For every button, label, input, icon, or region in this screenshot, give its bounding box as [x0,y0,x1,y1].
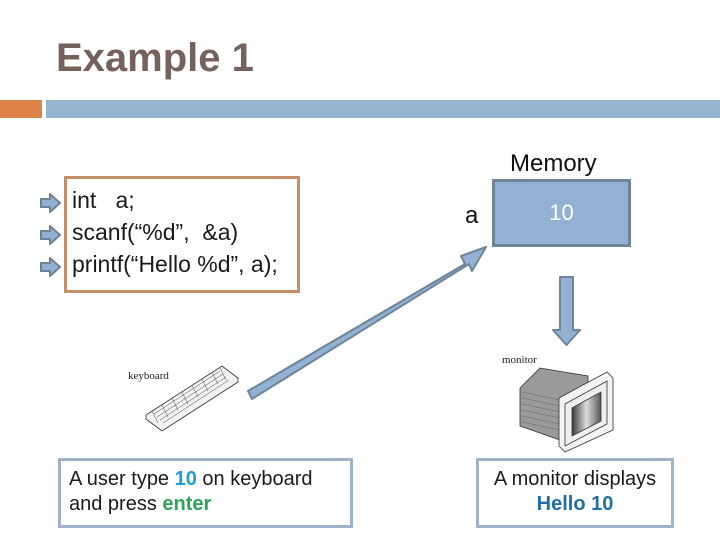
input-flow-arrow-icon [247,246,487,400]
memory-label: Memory [510,150,597,177]
monitor-icon [519,367,614,453]
output-note-text: A monitor displays [493,468,657,490]
memory-value: 10 [549,200,574,225]
monitor-label: monitor [502,354,537,366]
output-result: Hello 10 [536,493,614,515]
keyboard-label: keyboard [128,370,169,382]
code-line-scanf: scanf(“%d”, &a) [72,219,239,245]
variable-name: a [465,202,479,229]
input-note: A user type 10 on keyboard and press ent… [58,458,353,528]
input-note-text: A user type [69,468,175,490]
right-arrow-bullet-icon [40,225,62,245]
input-note-text: and press [69,493,163,515]
right-arrow-bullet-icon [40,193,62,213]
code-line-declaration: int a; [72,187,135,213]
input-note-text: on keyboard [196,468,313,490]
right-arrow-bullet-icon [40,257,62,277]
title-accent-blue [46,100,720,118]
memory-cell: 10 [492,179,631,247]
typed-value: 10 [174,468,197,490]
slide-title: Example 1 [56,36,254,80]
code-box [64,176,300,293]
enter-key-text: enter [162,493,212,515]
output-note: A monitor displays Hello 10 [476,458,674,528]
output-flow-arrow-icon [552,276,581,346]
title-accent-orange [0,100,42,118]
code-line-printf: printf(“Hello %d”, a); [72,251,278,277]
keyboard-icon [145,365,239,432]
